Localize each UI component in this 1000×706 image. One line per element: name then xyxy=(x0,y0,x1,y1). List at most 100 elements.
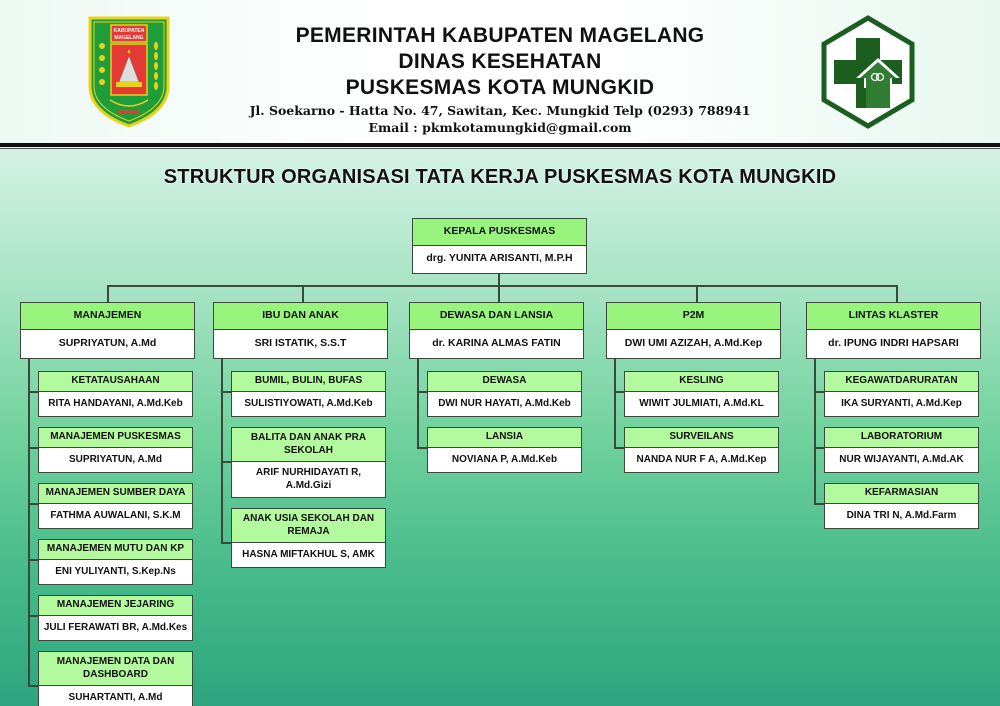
unit-box[interactable]: MANAJEMEN SUMBER DAYA FATHMA AUWALANI, S.… xyxy=(38,483,193,529)
connector-drop-3 xyxy=(498,285,500,302)
cluster-leader-name: dr. KARINA ALMAS FATIN xyxy=(432,336,561,349)
head-box[interactable]: KEPALA PUSKESMAS drg. YUNITA ARISANTI, M… xyxy=(412,218,587,274)
connector-spine xyxy=(221,359,223,544)
unit-box[interactable]: LABORATORIUM NUR WIJAYANTI, A.Md.AK xyxy=(824,427,979,473)
unit-role: LANSIA xyxy=(428,428,581,448)
unit-role: BUMIL, BULIN, BUFAS xyxy=(232,372,385,392)
unit-staff-name: WIWIT JULMIATI, A.Md.KL xyxy=(639,398,764,409)
connector-drop-4 xyxy=(696,285,698,302)
cluster-role: DEWASA DAN LANSIA xyxy=(410,303,583,330)
header-address: Jl. Soekarno - Hatta No. 47, Sawitan, Ke… xyxy=(249,103,751,118)
unit-staff-name: ARIF NURHIDAYATI R, A.Md.Gizi xyxy=(255,467,362,491)
unit-staff-name: SUHARTANTI, A.Md xyxy=(68,692,163,703)
connector-branch xyxy=(221,391,231,393)
cluster-box[interactable]: LINTAS KLASTER dr. IPUNG INDRI HAPSARI xyxy=(806,302,981,359)
unit-staff-name: NUR WIJAYANTI, A.Md.AK xyxy=(839,454,964,465)
connector-branch xyxy=(814,391,824,393)
unit-role: MANAJEMEN PUSKESMAS xyxy=(39,428,192,448)
puskesmas-hexagon-cross-logo-icon xyxy=(821,15,915,129)
unit-box[interactable]: MANAJEMEN PUSKESMAS SUPRIYATUN, A.Md xyxy=(38,427,193,473)
connector-branch xyxy=(814,503,824,505)
connector-branch xyxy=(417,447,427,449)
connector-branch xyxy=(28,391,38,393)
unit-role: SURVEILANS xyxy=(625,428,778,448)
unit-box[interactable]: SURVEILANS NANDA NUR F A, A.Md.Kep xyxy=(624,427,779,473)
connector-branch xyxy=(28,615,38,617)
cluster-leader-name: dr. IPUNG INDRI HAPSARI xyxy=(828,336,959,349)
unit-staff-name: DINA TRI N, A.Md.Farm xyxy=(846,510,957,521)
head-name: drg. YUNITA ARISANTI, M.P.H xyxy=(426,252,573,265)
unit-role: ANAK USIA SEKOLAH DAN REMAJA xyxy=(232,509,385,543)
connector-branch xyxy=(28,685,38,687)
unit-box[interactable]: MANAJEMEN JEJARING JULI FERAWATI BR, A.Md… xyxy=(38,595,193,641)
connector-head-down xyxy=(498,274,500,286)
cluster-box[interactable]: IBU DAN ANAK SRI ISTATIK, S.S.T xyxy=(213,302,388,359)
chart-title: STRUKTUR ORGANISASI TATA KERJA PUSKESMAS… xyxy=(163,166,837,188)
unit-staff-name: RITA HANDAYANI, A.Md.Keb xyxy=(48,398,183,409)
unit-role: MANAJEMEN DATA DAN DASHBOARD xyxy=(39,652,192,686)
unit-role: LABORATORIUM xyxy=(825,428,978,448)
unit-staff-name: NANDA NUR F A, A.Md.Kep xyxy=(636,454,767,465)
connector-branch xyxy=(28,559,38,561)
connector-horizontal-bus xyxy=(107,285,897,287)
connector-branch xyxy=(614,391,624,393)
unit-staff-name: SULISTIYOWATI, A.Md.Keb xyxy=(244,398,373,409)
cluster-role: P2M xyxy=(607,303,780,330)
connector-spine xyxy=(28,359,30,687)
unit-staff-name: JULI FERAWATI BR, A.Md.Kes xyxy=(43,622,188,633)
connector-drop-2 xyxy=(302,285,304,302)
connector-drop-5 xyxy=(896,285,898,302)
crest-text-2: MAGELANG xyxy=(114,35,143,41)
connector-spine xyxy=(614,359,616,449)
header-divider-thin xyxy=(0,148,1000,149)
unit-box[interactable]: ANAK USIA SEKOLAH DAN REMAJA HASNA MIFTAK… xyxy=(231,508,386,568)
unit-box[interactable]: MANAJEMEN DATA DAN DASHBOARD SUHARTANTI, … xyxy=(38,651,193,706)
unit-role: MANAJEMEN SUMBER DAYA xyxy=(39,484,192,504)
connector-spine xyxy=(814,359,816,505)
connector-drop-1 xyxy=(107,285,109,302)
cluster-role: MANAJEMEN xyxy=(21,303,194,330)
cluster-box[interactable]: DEWASA DAN LANSIA dr. KARINA ALMAS FATIN xyxy=(409,302,584,359)
head-role: KEPALA PUSKESMAS xyxy=(413,219,586,246)
unit-role: BALITA DAN ANAK PRA SEKOLAH xyxy=(232,428,385,462)
unit-box[interactable]: BUMIL, BULIN, BUFAS SULISTIYOWATI, A.Md.K… xyxy=(231,371,386,417)
header-divider xyxy=(0,143,1000,147)
unit-role: KEFARMASIAN xyxy=(825,484,978,504)
unit-box[interactable]: KEFARMASIAN DINA TRI N, A.Md.Farm xyxy=(824,483,979,529)
header-institution: PUSKESMAS KOTA MUNGKID xyxy=(345,76,655,99)
unit-role: KETATAUSAHAAN xyxy=(39,372,192,392)
unit-role: KEGAWATDARURATAN xyxy=(825,372,978,392)
unit-staff-name: DWI NUR HAYATI, A.Md.Keb xyxy=(438,398,571,409)
unit-box[interactable]: KETATAUSAHAAN RITA HANDAYANI, A.Md.Keb xyxy=(38,371,193,417)
unit-staff-name: HASNA MIFTAKHUL S, AMK xyxy=(242,549,375,560)
cluster-role: IBU DAN ANAK xyxy=(214,303,387,330)
unit-staff-name: ENI YULIYANTI, S.Kep.Ns xyxy=(55,566,176,577)
kabupaten-magelang-crest-icon: KABUPATEN MAGELANG xyxy=(88,16,170,128)
connector-branch xyxy=(221,542,231,544)
unit-staff-name: IKA SURYANTI, A.Md.Kep xyxy=(841,398,962,409)
unit-role: MANAJEMEN JEJARING xyxy=(39,596,192,616)
connector-spine xyxy=(417,359,419,449)
cluster-leader-name: SRI ISTATIK, S.S.T xyxy=(254,336,347,349)
unit-box[interactable]: DEWASA DWI NUR HAYATI, A.Md.Keb xyxy=(427,371,582,417)
header-government: PEMERINTAH KABUPATEN MAGELANG xyxy=(295,24,705,47)
unit-role: DEWASA xyxy=(428,372,581,392)
unit-box[interactable]: KEGAWATDARURATAN IKA SURYANTI, A.Md.Kep xyxy=(824,371,979,417)
connector-branch xyxy=(28,503,38,505)
cluster-box[interactable]: MANAJEMEN SUPRIYATUN, A.Md xyxy=(20,302,195,359)
unit-box[interactable]: BALITA DAN ANAK PRA SEKOLAH ARIF NURHIDAY… xyxy=(231,427,386,498)
connector-branch xyxy=(614,447,624,449)
cluster-box[interactable]: P2M DWI UMI AZIZAH, A.Md.Kep xyxy=(606,302,781,359)
connector-branch xyxy=(417,391,427,393)
connector-branch xyxy=(814,447,824,449)
cluster-role: LINTAS KLASTER xyxy=(807,303,980,330)
unit-staff-name: SUPRIYATUN, A.Md xyxy=(69,454,162,465)
cluster-leader-name: SUPRIYATUN, A.Md xyxy=(58,336,157,349)
unit-staff-name: FATHMA AUWALANI, S.K.M xyxy=(50,510,181,521)
crest-text-1: KABUPATEN xyxy=(114,28,145,34)
header-email[interactable]: Email : pkmkotamungkid@gmail.com xyxy=(368,120,632,135)
cluster-leader-name: DWI UMI AZIZAH, A.Md.Kep xyxy=(624,336,763,349)
